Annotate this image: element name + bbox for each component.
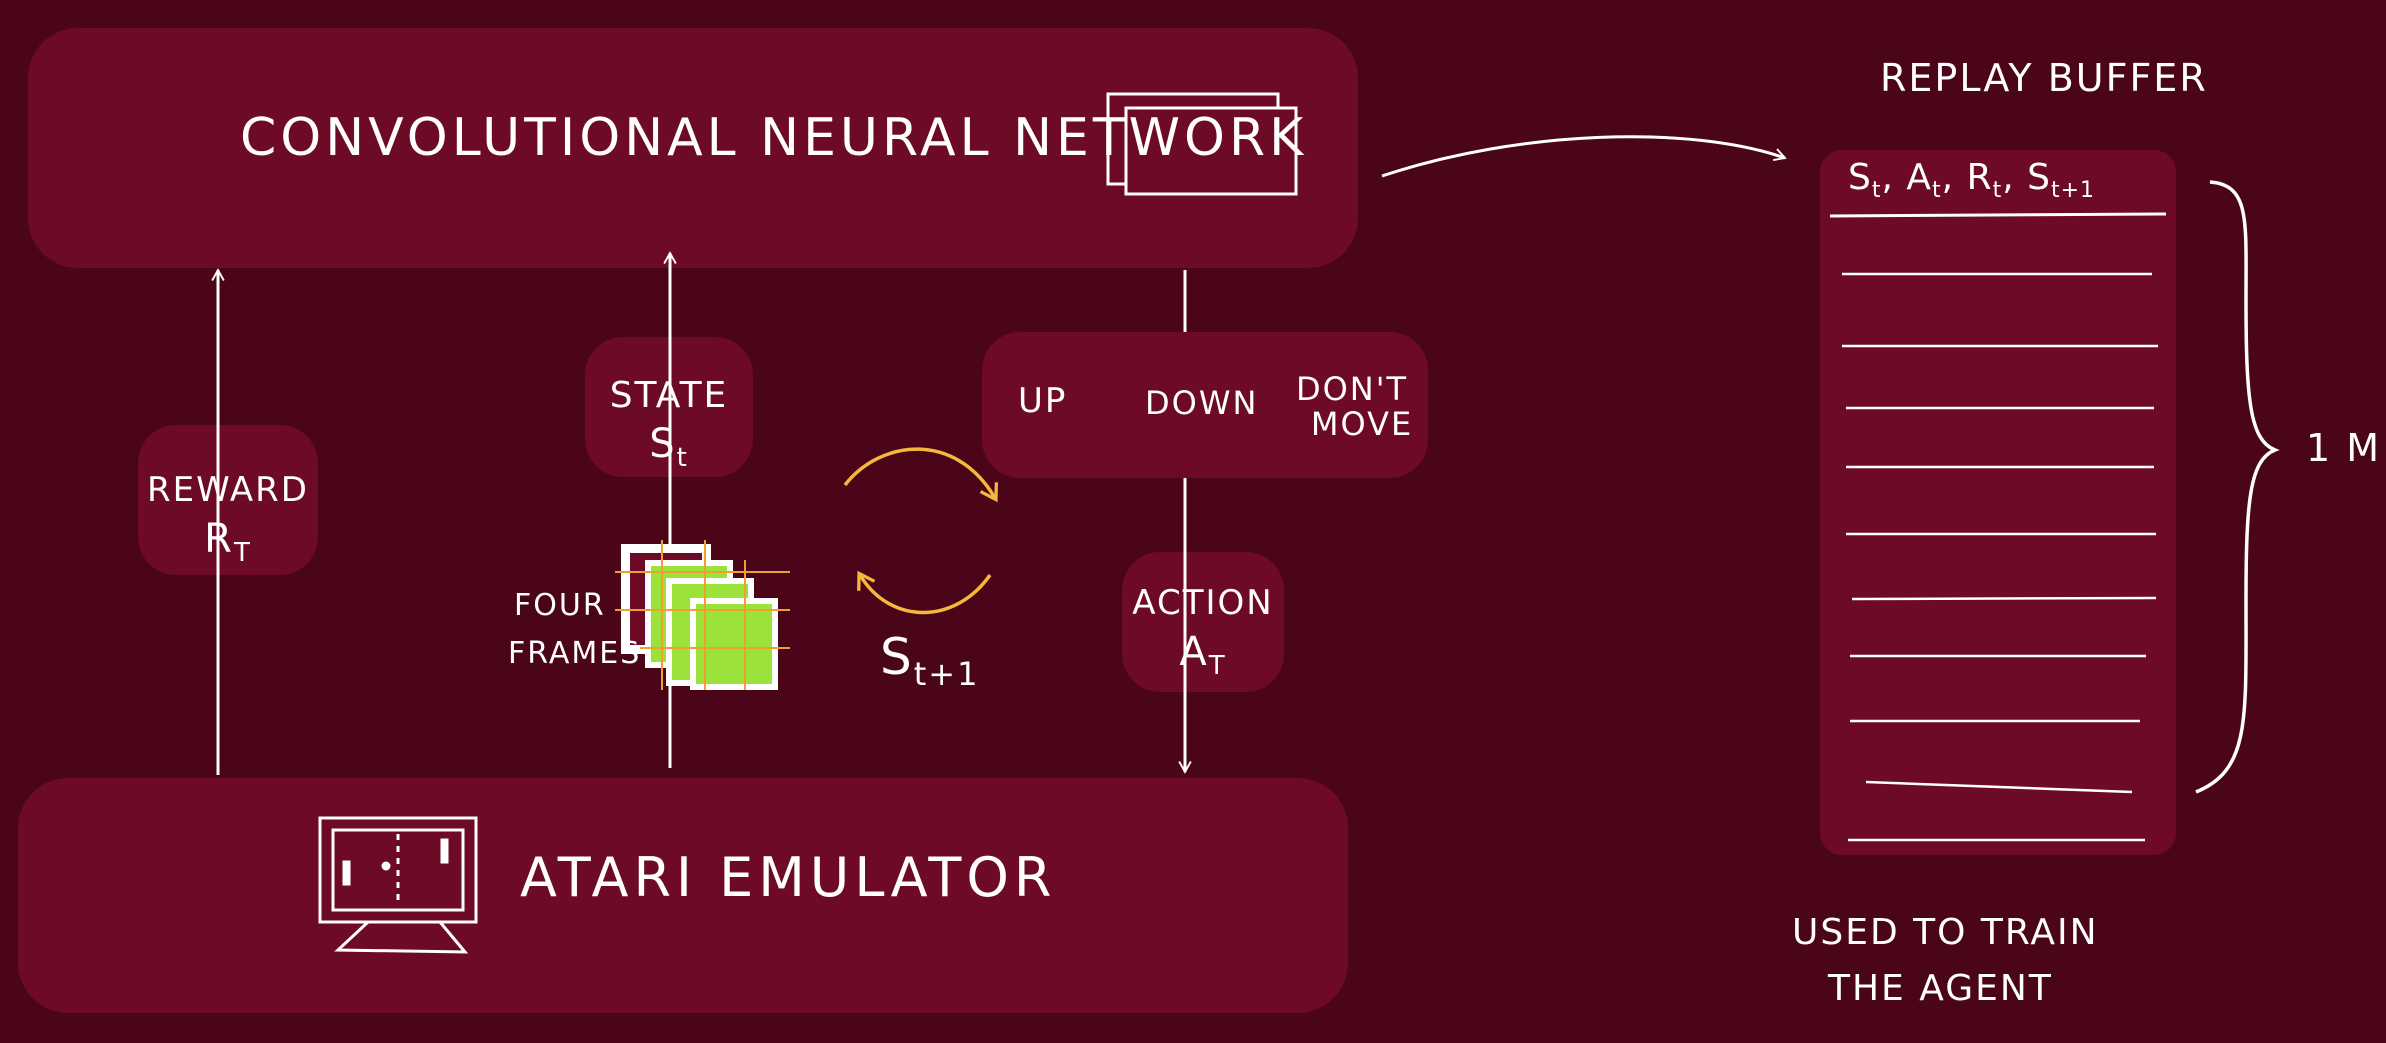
emulator-title: Atari Emulator (520, 846, 1057, 909)
replay-caption-line1: Used to train (1792, 912, 2099, 953)
reward-label-text: Reward (147, 470, 309, 510)
replay-size-brace (2195, 180, 2280, 794)
replay-header: St, At, Rt, St+1 (1848, 157, 2096, 204)
action-box (1122, 552, 1284, 692)
replay-arrow (1381, 135, 1787, 178)
state-label: State St (585, 376, 753, 472)
replay-header-next-state: St+1 (2027, 157, 2096, 204)
replay-rows (1842, 272, 2158, 842)
replay-row (1851, 596, 2157, 601)
action-label: Action At (1122, 583, 1284, 682)
state-label-text: State (609, 375, 729, 416)
four-frames-line1: Four (514, 588, 606, 623)
action-down: Down (1145, 384, 1259, 422)
stacked-frames-icon (1106, 92, 1298, 196)
replay-header-reward: Rt (1966, 157, 2003, 204)
replay-buffer-title: Replay Buffer (1880, 56, 2208, 100)
replay-caption: Used to train the agent (1792, 905, 2099, 1017)
replay-row (1865, 780, 2133, 794)
action-dont-move: Don't Move (1282, 370, 1422, 444)
replay-size: 1 M (2306, 426, 2382, 470)
cnn-title: Convolutional Neural Network (240, 108, 1308, 168)
state-symbol: St (649, 420, 689, 473)
actions-box (982, 332, 1428, 478)
frame-stack-icon (615, 540, 790, 690)
four-frames-label: Four Frames (508, 582, 641, 678)
action-symbol: At (1179, 629, 1227, 682)
next-state-symbol: St+1 (880, 628, 980, 693)
four-frames-line2: Frames (508, 636, 642, 671)
reward-label: Reward Rt (138, 470, 318, 569)
action-dont-move-line2: Move (1310, 405, 1414, 444)
replay-header-line (1829, 212, 2167, 218)
replay-header-action: At (1906, 157, 1942, 204)
action-label-text: Action (1132, 583, 1274, 623)
replay-header-state: St (1848, 157, 1882, 204)
replay-caption-line2: the agent (1828, 967, 2053, 1009)
action-dont-move-line1: Don't (1295, 370, 1409, 408)
emulator-panel (18, 778, 1348, 1013)
reward-symbol: Rt (204, 516, 252, 569)
cycle-arrow-bottom (857, 570, 992, 615)
action-up: Up (1018, 381, 1068, 421)
replay-buffer-panel (1820, 150, 2176, 855)
pong-monitor-icon (318, 816, 478, 954)
cycle-arrow-top (843, 447, 999, 503)
reward-box (138, 425, 318, 575)
